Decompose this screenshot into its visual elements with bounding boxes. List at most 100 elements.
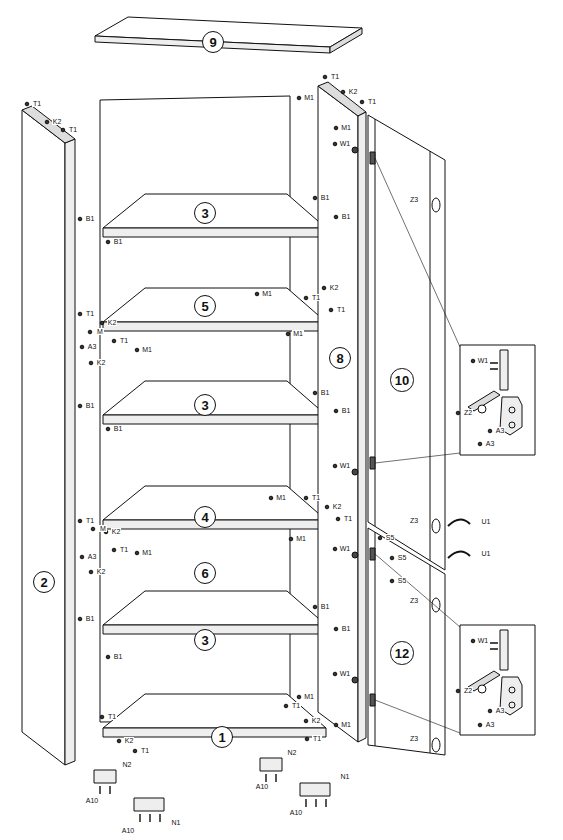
fitting-code: K2	[348, 88, 359, 95]
shelf-top	[103, 194, 326, 228]
fitting-mark	[80, 555, 84, 559]
part-number-circle: 3	[194, 629, 216, 651]
fitting-code: T1	[68, 126, 78, 133]
fitting-code: W1	[339, 140, 352, 147]
fitting-code: W1	[477, 357, 490, 364]
shelf-edge	[103, 415, 326, 424]
fitting-code: M1	[141, 549, 153, 556]
fitting-mark	[135, 348, 139, 352]
fitting-code: M1	[261, 290, 273, 297]
shelf-top	[103, 288, 326, 322]
fitting-mark	[133, 749, 137, 753]
fitting-code: T1	[119, 546, 129, 553]
fitting-code: K2	[107, 319, 118, 326]
fitting-code: Z2	[463, 687, 473, 694]
fitting-mark	[313, 196, 317, 200]
fitting-code: M	[96, 328, 104, 335]
fitting-mark	[334, 215, 338, 219]
fitting-mark	[488, 709, 492, 713]
fitting-code: A3	[485, 721, 496, 728]
fitting-mark	[333, 142, 337, 146]
fitting-code: U1	[481, 518, 492, 525]
fitting-code: A3	[87, 553, 98, 560]
fitting-mark	[305, 737, 309, 741]
fitting-mark	[106, 427, 110, 431]
fitting-code: T1	[85, 517, 95, 524]
fitting-code: B1	[113, 425, 124, 432]
fitting-mark	[106, 655, 110, 659]
part-number: 1	[218, 731, 225, 744]
part-number-circle: 12	[390, 641, 413, 664]
part-number-circle: 3	[194, 202, 216, 224]
part-number-circle: 5	[194, 295, 216, 317]
fitting-code: T1	[291, 702, 301, 709]
part-number-circle: 2	[33, 571, 55, 593]
fitting-mark	[289, 537, 293, 541]
fitting-code: B1	[341, 407, 352, 414]
fitting-code: A3	[87, 343, 98, 350]
fitting-mark	[304, 296, 308, 300]
fitting-code: T1	[119, 337, 129, 344]
fitting-code: M1	[303, 94, 315, 101]
fitting-mark	[100, 321, 104, 325]
fitting-mark	[25, 102, 29, 106]
fitting-code: A3	[495, 427, 506, 434]
fitting-mark	[297, 96, 301, 100]
fitting-code: T1	[32, 100, 42, 107]
doors	[368, 115, 445, 755]
fitting-code: T1	[336, 306, 346, 313]
part-number-circle: 9	[202, 31, 224, 53]
fitting-mark	[89, 570, 93, 574]
fitting-mark	[322, 286, 326, 290]
fitting-code: B1	[320, 603, 331, 610]
fitting-code: N1	[171, 819, 182, 826]
fitting-code: B1	[85, 215, 96, 222]
fitting-code: M1	[340, 721, 352, 728]
fitting-mark	[378, 536, 382, 540]
fitting-mark	[78, 217, 82, 221]
fitting-mark	[323, 75, 327, 79]
fitting-mark	[135, 551, 139, 555]
fitting-mark	[471, 639, 475, 643]
fitting-mark	[333, 672, 337, 676]
fitting-code: A10	[85, 797, 99, 804]
fitting-code: T1	[107, 713, 117, 720]
part-number-circle: 3	[194, 394, 216, 416]
part-number: 5	[201, 300, 208, 313]
fitting-code: S5	[397, 577, 408, 584]
fitting-mark	[106, 240, 110, 244]
fitting-mark	[91, 527, 95, 531]
fitting-code: W1	[339, 545, 352, 552]
part-number: 3	[201, 634, 208, 647]
fitting-code: T1	[343, 515, 353, 522]
fitting-code: M1	[340, 124, 352, 131]
part-number: 8	[336, 352, 343, 365]
fitting-mark	[488, 429, 492, 433]
fitting-mark	[471, 359, 475, 363]
fitting-mark	[89, 361, 93, 365]
fitting-code: Z2	[463, 409, 473, 416]
fitting-code: B1	[320, 389, 331, 396]
fitting-mark	[334, 627, 338, 631]
part-number: 3	[201, 399, 208, 412]
fitting-code: M1	[295, 535, 307, 542]
part-number: 12	[395, 647, 409, 660]
fitting-code: S5	[385, 534, 396, 541]
fitting-code: B1	[341, 625, 352, 632]
fitting-code: B1	[113, 238, 124, 245]
fitting-code: A10	[255, 783, 269, 790]
fitting-mark	[88, 330, 92, 334]
fitting-code: K2	[96, 568, 107, 575]
fitting-code: T1	[140, 747, 150, 754]
fitting-code: A10	[121, 827, 135, 834]
fitting-code: M1	[141, 346, 153, 353]
fitting-code: M1	[303, 693, 315, 700]
fitting-code: B1	[320, 194, 331, 201]
fitting-code: A3	[485, 440, 496, 447]
fitting-code: U1	[481, 550, 492, 557]
fitting-code: W1	[339, 462, 352, 469]
fitting-mark	[333, 464, 337, 468]
shelf-top	[103, 381, 326, 415]
